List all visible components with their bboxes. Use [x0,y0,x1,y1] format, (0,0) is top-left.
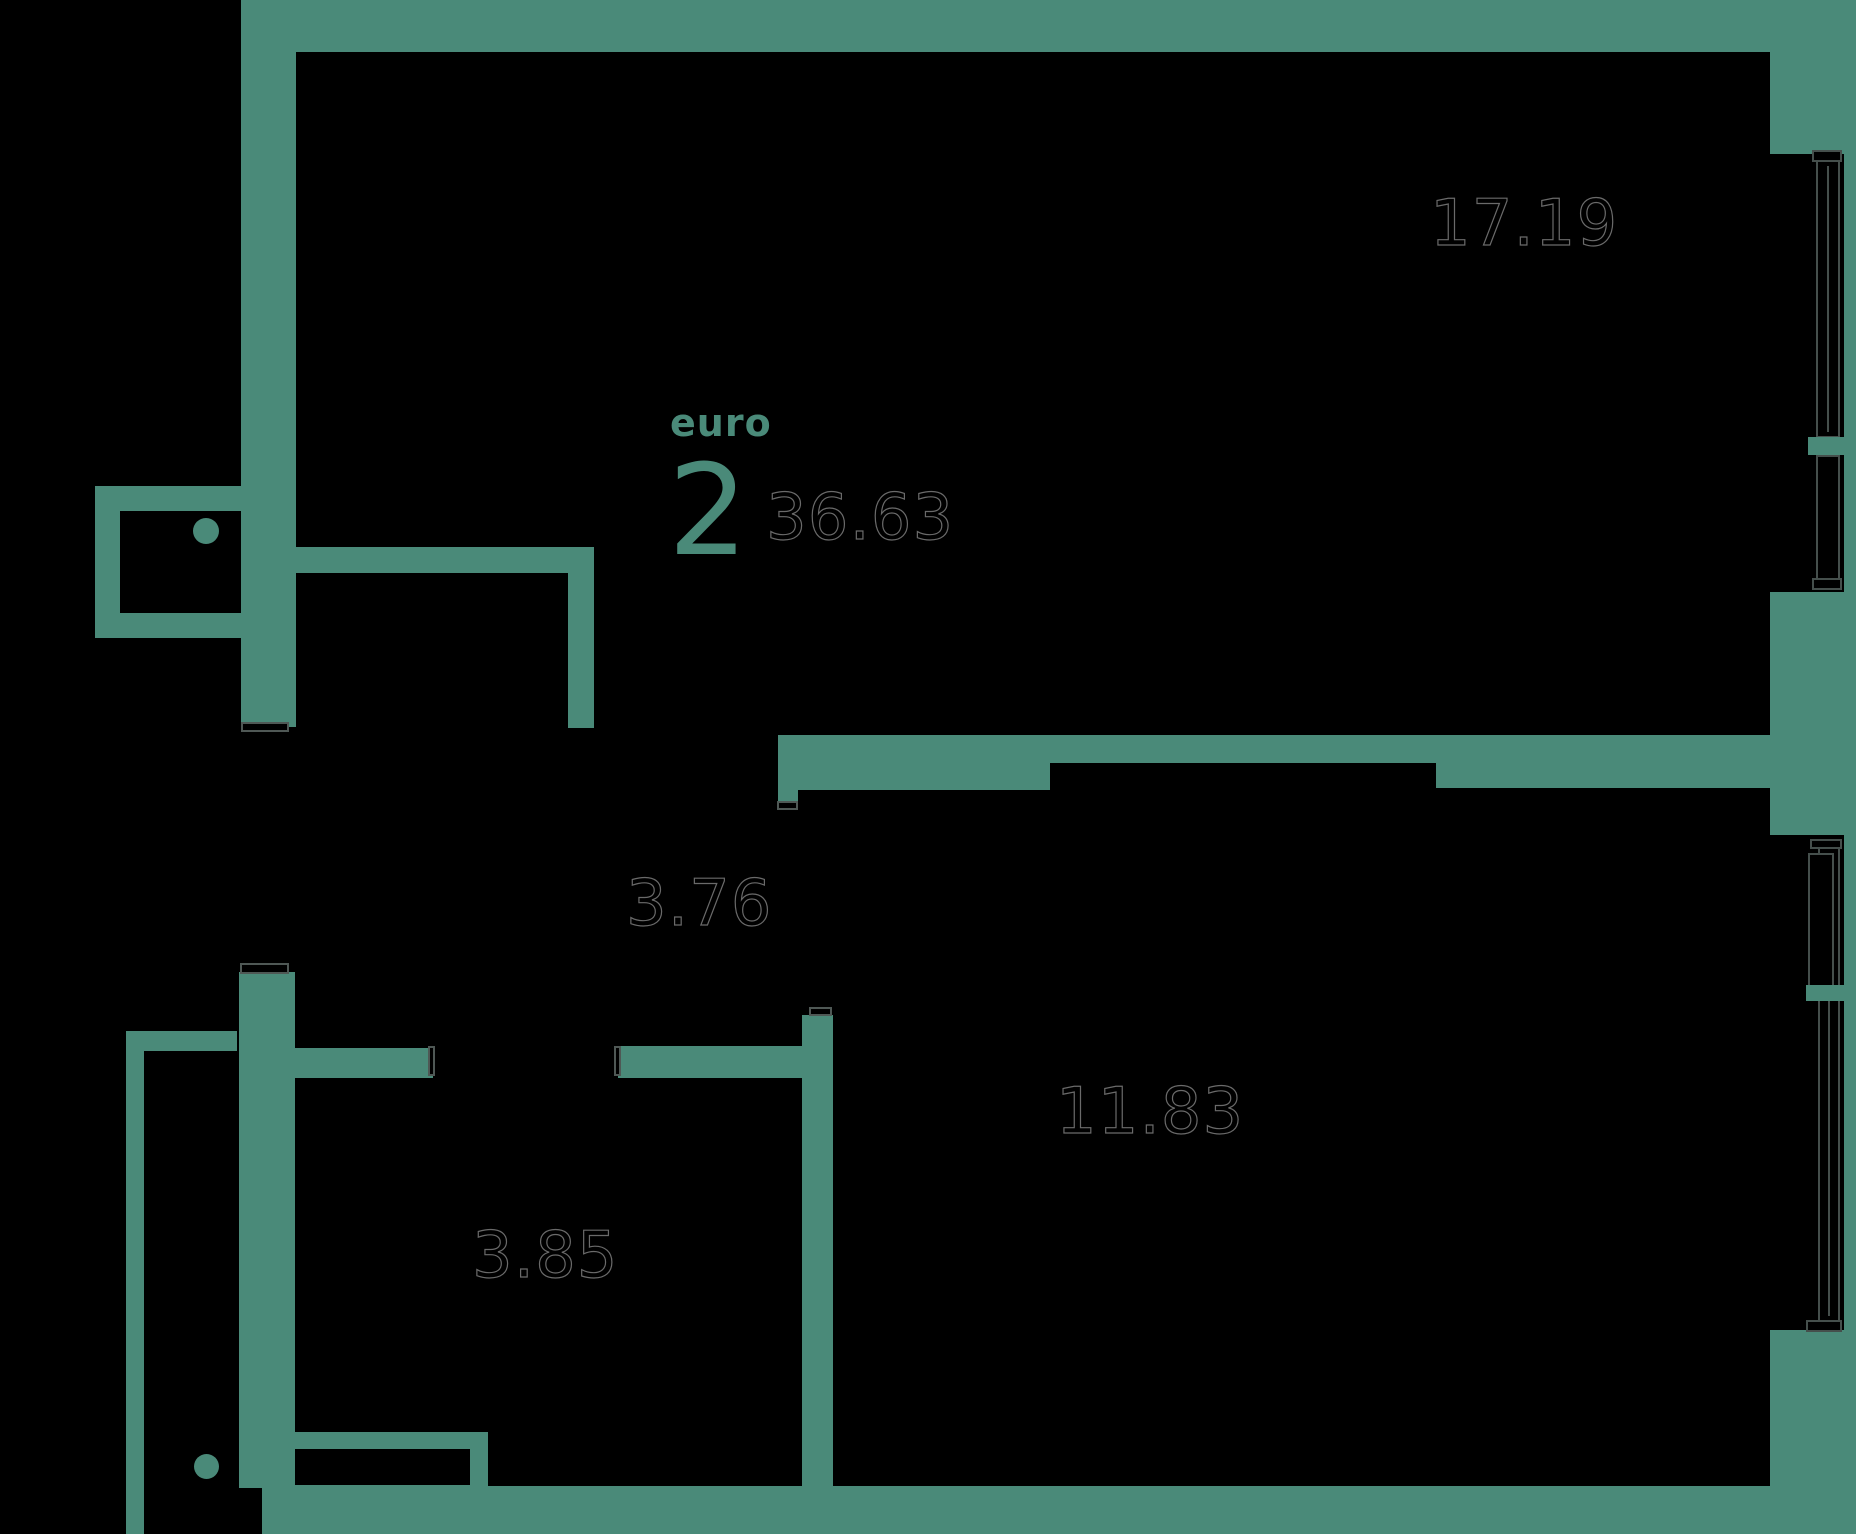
entrance-door-opening [292,1449,470,1485]
window-living-glass-line-1 [1827,166,1829,432]
window-living-mullion [1808,437,1846,455]
window-bedroom-mullion [1806,985,1846,1001]
door-line-bathroom-right-tick [428,1046,435,1076]
door-line-lower-left [240,963,289,974]
door-line-bedroom-top [809,1007,832,1016]
wall-right-middle [1770,592,1856,835]
wall-left-lower-connector [126,1031,237,1051]
wall-top [241,0,1856,52]
bathroom-wall-top-left [295,1048,433,1078]
divider-wall-end-stub [778,735,798,805]
divider-wall-right-section [1436,735,1770,788]
label-total-area: 36.63 [765,481,955,555]
label-area-hall: 3.76 [625,867,773,941]
door-line-bathroom-left-tick [614,1046,621,1076]
window-living-pane-2 [1816,455,1840,580]
wall-bottom [262,1486,1856,1534]
bathroom-wall-top-right [618,1046,807,1078]
divider-wall-thin-section [1050,735,1436,763]
balcony-wall-top [95,486,241,511]
closet-wall-top [296,547,594,573]
window-bedroom-cap-bottom [1806,1320,1842,1332]
closet-wall-right [568,547,594,728]
wall-right-outer-strip-top [1844,154,1856,592]
wall-left-lower-thin [126,1031,144,1534]
plan-rooms-count: 2 [668,437,749,584]
label-area-bathroom: 3.85 [471,1219,619,1293]
vent-dot-corridor-icon [194,1454,219,1479]
balcony-wall-left [95,486,120,638]
door-line-hall-left [241,722,289,732]
label-area-living-room: 17.19 [1429,187,1619,261]
vent-dot-balcony-icon [193,518,219,544]
window-bedroom-casement [1808,853,1834,987]
bedroom-wall-left [802,1015,833,1534]
plan-type-label: euro [670,401,772,445]
window-bedroom-glass-line [1828,853,1830,1316]
wall-left-upper [241,0,296,727]
window-living-cap-bottom [1812,578,1842,590]
wall-right-outer-strip-bottom [1844,835,1856,1330]
door-line-divider-stub [777,801,798,810]
label-area-bedroom: 11.83 [1055,1075,1245,1149]
wall-right-top [1770,0,1856,154]
wall-left-lower-main [239,972,295,1488]
balcony-wall-bottom [95,613,241,638]
divider-wall-left-section [798,735,1050,790]
